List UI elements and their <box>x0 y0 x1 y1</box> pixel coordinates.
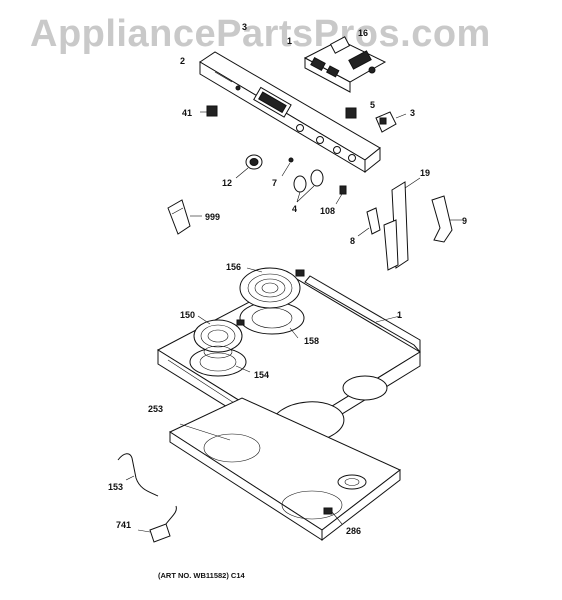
callout-8: 8 <box>350 236 355 246</box>
callout-3-right: 3 <box>410 108 415 118</box>
watermark: AppliancePartsPros.com <box>30 13 491 54</box>
callout-154: 154 <box>254 370 269 380</box>
part-3-switch <box>375 111 407 133</box>
part-7 <box>288 157 294 163</box>
callout-253: 253 <box>148 404 163 414</box>
callout-156: 156 <box>226 262 241 272</box>
callout-286: 286 <box>346 526 361 536</box>
callout-5: 5 <box>370 100 375 110</box>
clock-timer <box>303 36 387 93</box>
callout-16: 16 <box>358 28 368 38</box>
art-number-caption: (ART NO. WB11582) C14 <box>158 571 246 580</box>
callout-7: 7 <box>272 178 277 188</box>
callout-12: 12 <box>222 178 232 188</box>
part-741-terminal <box>137 505 177 543</box>
part-108 <box>335 185 347 205</box>
part-41-switch <box>200 105 218 117</box>
callout-999: 999 <box>205 212 220 222</box>
part-999-literature <box>167 199 202 235</box>
element-156-large <box>239 267 305 339</box>
callout-158: 158 <box>304 336 319 346</box>
part-9-hinge <box>431 195 462 243</box>
callout-1-cooktop: 1 <box>397 310 402 320</box>
part-8-bracket <box>357 207 381 237</box>
callout-2: 2 <box>180 56 185 66</box>
part-4-knobs <box>293 169 324 203</box>
burner-box <box>168 397 401 542</box>
callout-3-top: 3 <box>242 22 247 32</box>
callout-741: 741 <box>116 520 131 530</box>
watermark-text: AppliancePartsPros.com <box>30 13 491 54</box>
callout-19: 19 <box>420 168 430 178</box>
callout-1-top: 1 <box>287 36 292 46</box>
callout-150: 150 <box>180 310 195 320</box>
control-panel <box>199 51 381 174</box>
callout-9: 9 <box>462 216 467 226</box>
callout-153: 153 <box>108 482 123 492</box>
part-153-wire <box>117 453 159 497</box>
part-12-knob <box>235 154 263 179</box>
callout-41: 41 <box>182 108 192 118</box>
element-150-small <box>189 315 251 377</box>
callout-108: 108 <box>320 206 335 216</box>
callout-4: 4 <box>292 204 297 214</box>
part-5 <box>345 107 357 119</box>
part-19-bracket <box>383 177 421 271</box>
